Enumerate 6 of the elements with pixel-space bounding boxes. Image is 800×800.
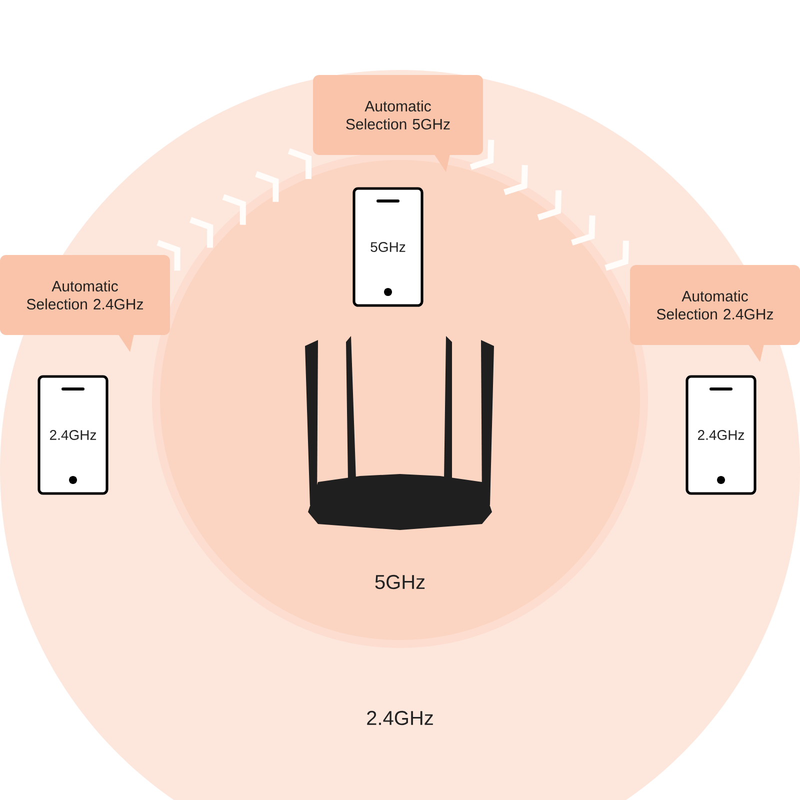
speech-bubble: Automatic Selection 5GHz — [313, 75, 483, 172]
speech-bubble: Automatic Selection 2.4GHz — [630, 265, 800, 362]
speech-bubble: Automatic Selection 2.4GHz — [0, 255, 170, 352]
zone-label: 2.4GHz — [367, 710, 433, 726]
router-drawing — [305, 336, 494, 530]
zone-label: 5GHz — [375, 574, 425, 590]
